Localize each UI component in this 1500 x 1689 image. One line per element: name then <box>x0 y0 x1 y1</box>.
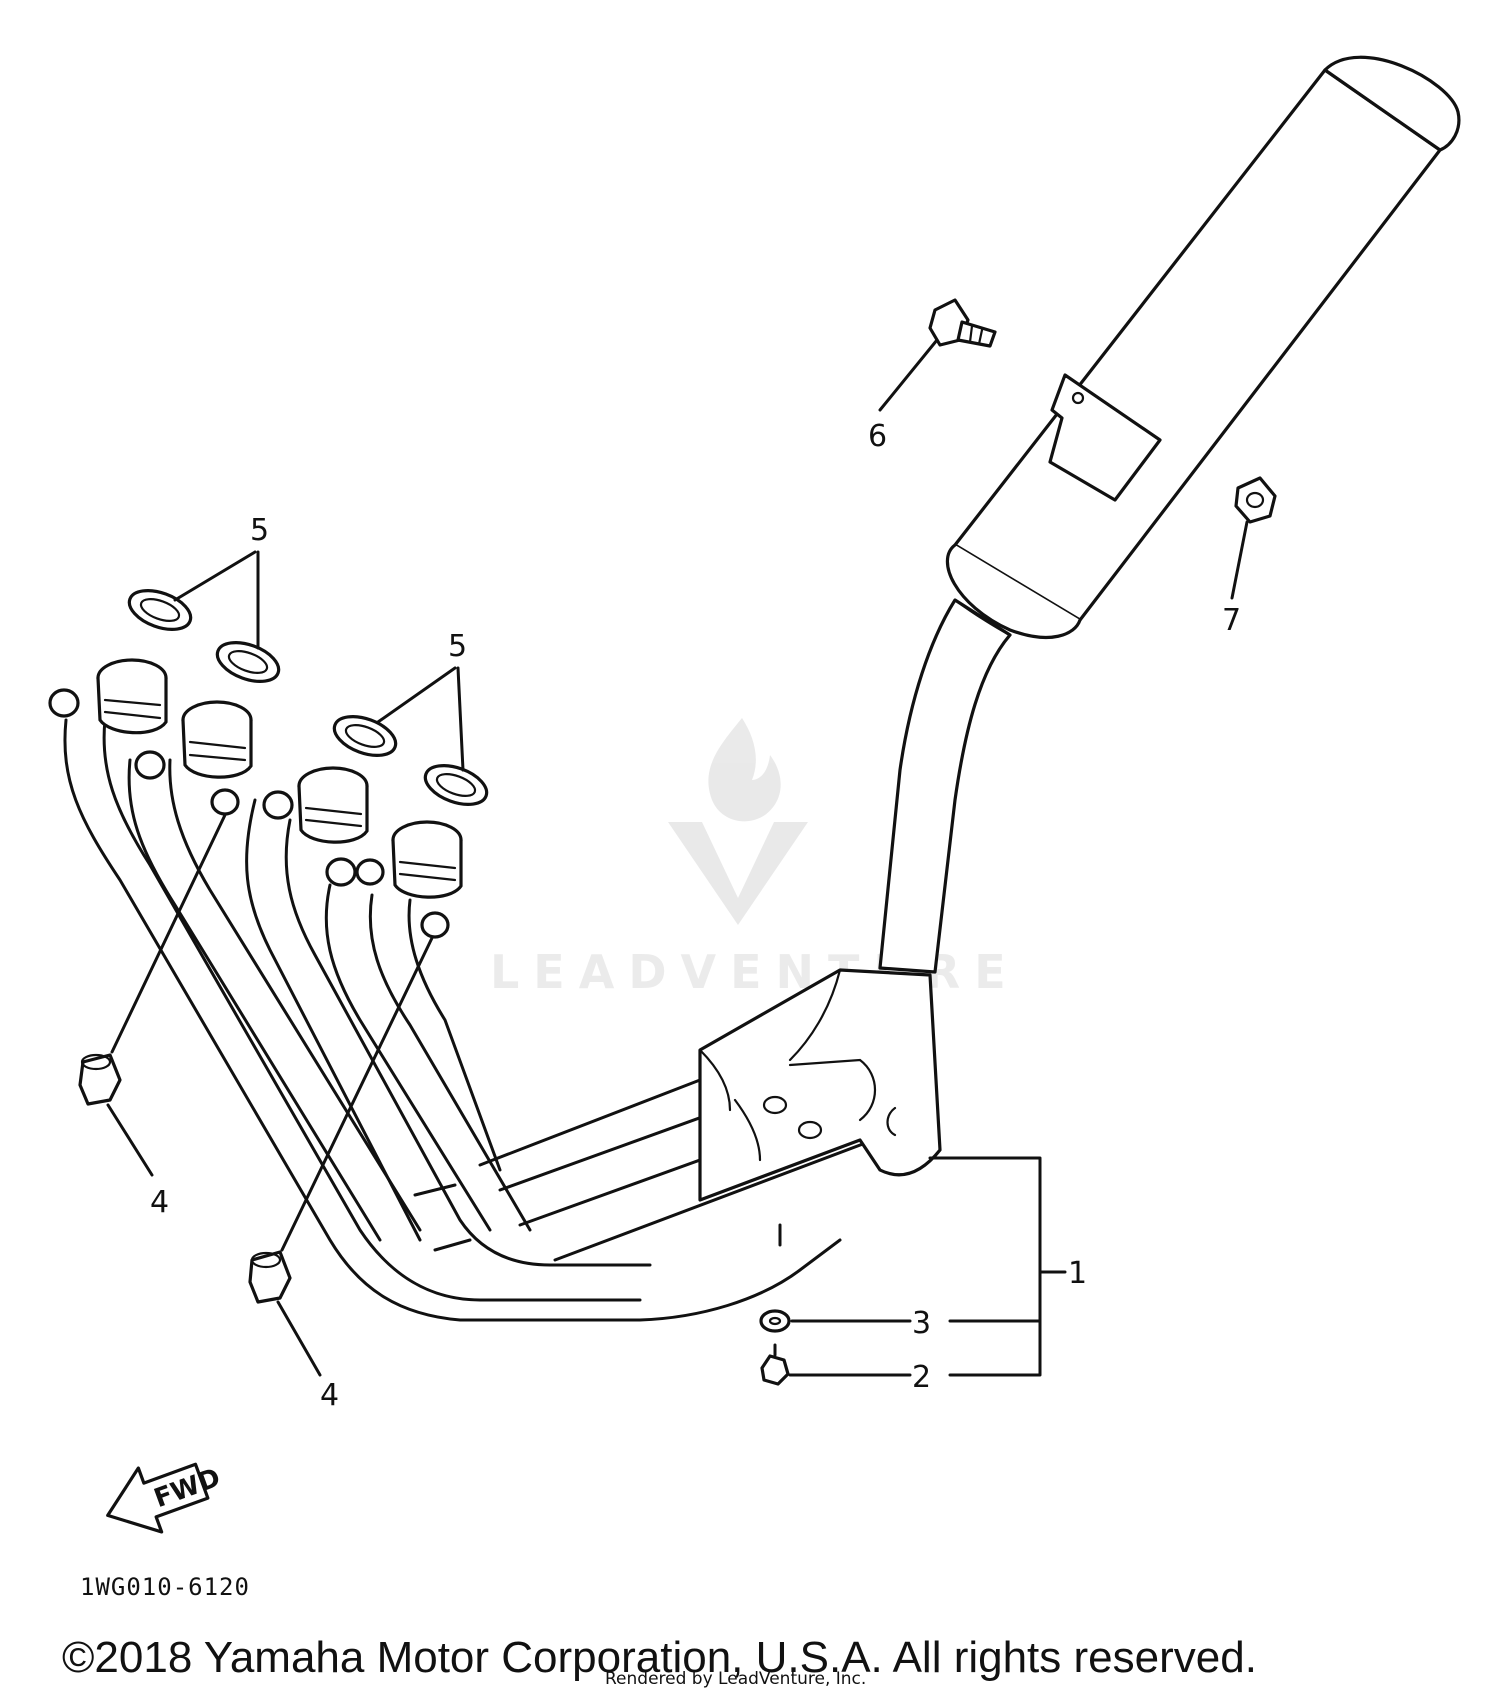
exhaust-header-pipes <box>63 718 902 1322</box>
callout-5b: 5 <box>448 629 467 664</box>
flame-logo-icon <box>708 718 781 822</box>
collector <box>698 968 942 1247</box>
leader-4b-low <box>276 1300 322 1377</box>
leader-lines <box>106 338 1249 1377</box>
washer-3 <box>759 1309 791 1333</box>
diagram-code: 1WG010-6120 <box>80 1573 250 1601</box>
nut-7 <box>1234 476 1277 524</box>
nut-4a <box>78 1053 122 1106</box>
bracket-1 <box>928 1156 1067 1377</box>
flange-4 <box>325 820 463 939</box>
callout-6: 6 <box>868 419 887 454</box>
leader-6 <box>878 338 939 412</box>
callout-7: 7 <box>1222 603 1241 638</box>
flange-2 <box>134 700 253 816</box>
leader-4a <box>110 813 227 1054</box>
flange-3 <box>262 766 369 844</box>
callout-1: 1 <box>1068 1256 1087 1291</box>
gasket-3 <box>332 715 398 757</box>
flange-1 <box>48 658 168 735</box>
v-logo-icon <box>668 822 808 925</box>
leader-4a-low <box>106 1103 154 1177</box>
copyright-notice: ©2018 Yamaha Motor Corporation, U.S.A. A… <box>62 1633 1257 1682</box>
leader-5a-1 <box>173 550 257 602</box>
header-flanges <box>48 658 463 939</box>
callout-5a: 5 <box>250 513 269 548</box>
callout-numbers: 1 2 3 4 4 5 5 6 7 <box>150 419 1241 1413</box>
leader-7 <box>1230 520 1249 600</box>
callout-2: 2 <box>912 1360 931 1395</box>
fwd-arrow-icon: FWD <box>106 1462 224 1534</box>
leader-4b <box>280 936 434 1252</box>
nut-4b <box>248 1250 292 1304</box>
leader-5b-1 <box>376 666 457 724</box>
gasket-4 <box>423 764 489 806</box>
muffler <box>945 55 1461 639</box>
leader-5b-2 <box>456 666 465 772</box>
watermark-text: LEADVENTURE <box>490 945 1020 999</box>
callout-3: 3 <box>912 1306 931 1341</box>
gasket-2 <box>215 641 281 683</box>
rendered-by-notice: Rendered by LeadVenture, Inc. <box>605 1669 866 1689</box>
bolt-6 <box>928 298 997 348</box>
callout-4a: 4 <box>150 1185 169 1220</box>
callout-4b: 4 <box>320 1378 339 1413</box>
bolt-2 <box>760 1343 790 1386</box>
link-pipe <box>878 598 1012 974</box>
gasket-1 <box>127 589 193 631</box>
